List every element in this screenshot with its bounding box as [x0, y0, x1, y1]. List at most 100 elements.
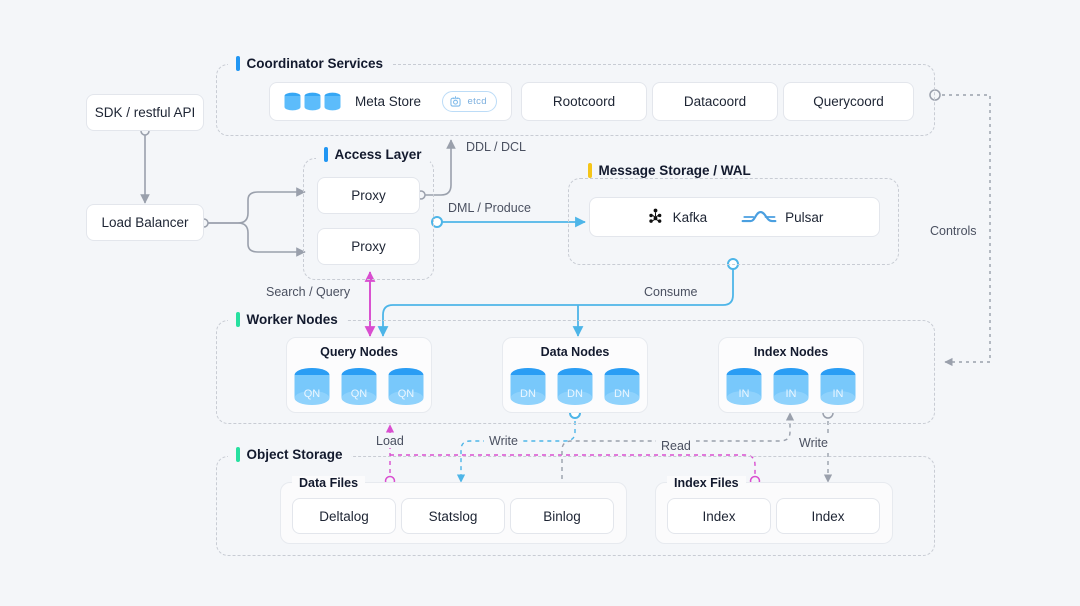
access-accent-bar — [324, 147, 328, 162]
object-storage-title: Object Storage — [228, 447, 351, 462]
index-node-item[interactable]: IN — [772, 367, 810, 407]
etcd-badge[interactable]: etcd — [442, 91, 497, 112]
database-cylinder-icon — [773, 368, 809, 405]
statslog-label: Statslog — [428, 508, 478, 524]
etcd-label: etcd — [467, 96, 487, 107]
query-nodes-title: Query Nodes — [320, 345, 398, 359]
coordinator-accent-bar — [236, 56, 240, 71]
database-cylinder-icon — [341, 368, 377, 405]
index-node-list: IN IN IN — [719, 367, 863, 407]
rootcoord-node[interactable]: Rootcoord — [521, 82, 647, 121]
data-node-list: DN DN DN — [503, 367, 647, 407]
coordinator-services-title: Coordinator Services — [228, 56, 392, 71]
proxy-label: Proxy — [351, 188, 386, 203]
kafka-item[interactable]: Kafka — [646, 208, 708, 227]
index-file-node-1[interactable]: Index — [667, 498, 771, 534]
broker-card[interactable]: Kafka Pulsar — [589, 197, 880, 237]
query-node-list: QN QN QN — [287, 367, 431, 407]
querycoord-label: Querycoord — [813, 94, 884, 109]
node-tag: QN — [397, 388, 415, 400]
proxy-node-1[interactable]: Proxy — [317, 177, 420, 214]
load-balancer-node[interactable]: Load Balancer — [86, 204, 204, 241]
proxy-label: Proxy — [351, 239, 386, 254]
database-cylinder-icon — [388, 368, 424, 405]
edge-label-consume: Consume — [639, 285, 703, 299]
index-nodes-panel: Index Nodes IN IN — [718, 337, 864, 413]
index-node-item[interactable]: IN — [725, 367, 763, 407]
node-tag: DN — [520, 388, 536, 400]
message-storage-title: Message Storage / WAL — [580, 163, 759, 178]
kafka-icon — [648, 208, 661, 223]
datacoord-label: Datacoord — [683, 94, 747, 109]
querycoord-node[interactable]: Querycoord — [783, 82, 914, 121]
sdk-restful-api-node[interactable]: SDK / restful API — [86, 94, 204, 131]
index-label: Index — [811, 508, 845, 524]
index-files-title: Index Files — [667, 476, 746, 490]
database-cylinder-icon — [726, 368, 762, 405]
node-tag: DN — [614, 388, 630, 400]
query-node-item[interactable]: QN — [387, 367, 425, 407]
node-tag: QN — [350, 388, 368, 400]
node-tag: IN — [832, 388, 844, 400]
index-label: Index — [702, 508, 736, 524]
database-cylinder-icon — [820, 368, 856, 405]
load-balancer-label: Load Balancer — [101, 215, 189, 230]
edge-label-load: Load — [371, 434, 409, 448]
sdk-label: SDK / restful API — [94, 105, 196, 120]
index-file-node-2[interactable]: Index — [776, 498, 880, 534]
edge-label-read: Read — [656, 439, 696, 453]
database-cylinder-icon — [324, 92, 341, 111]
database-cylinder-icon — [604, 368, 640, 405]
deltalog-node[interactable]: Deltalog — [292, 498, 396, 534]
message-storage-group — [568, 178, 899, 265]
query-node-item[interactable]: QN — [293, 367, 331, 407]
edge-label-search-query: Search / Query — [261, 285, 356, 299]
edge-label-dml-produce: DML / Produce — [443, 201, 536, 215]
data-files-title: Data Files — [292, 476, 366, 490]
kafka-label: Kafka — [672, 209, 708, 225]
object-accent-bar — [236, 447, 240, 462]
database-cylinder-icon — [284, 92, 301, 111]
pulsar-label: Pulsar — [785, 209, 824, 225]
meta-store-label: Meta Store — [355, 94, 422, 109]
edge-label-controls: Controls — [925, 224, 982, 238]
edge-label-write-index: Write — [794, 436, 833, 450]
proxy-node-2[interactable]: Proxy — [317, 228, 420, 265]
pulsar-icon — [741, 211, 777, 223]
worker-accent-bar — [236, 312, 240, 327]
meta-store-cylinders — [284, 92, 341, 111]
coordinator-services-group — [216, 64, 935, 136]
meta-store-card[interactable]: Meta Store etcd — [269, 82, 512, 121]
binlog-label: Binlog — [543, 508, 581, 524]
database-cylinder-icon — [304, 92, 321, 111]
query-nodes-panel: Query Nodes QN QN — [286, 337, 432, 413]
access-layer-title: Access Layer — [316, 147, 430, 162]
message-accent-bar — [588, 163, 592, 178]
pulsar-item[interactable]: Pulsar — [741, 207, 823, 227]
datacoord-node[interactable]: Datacoord — [652, 82, 778, 121]
database-cylinder-icon — [510, 368, 546, 405]
database-cylinder-icon — [557, 368, 593, 405]
node-tag: QN — [303, 388, 321, 400]
query-node-item[interactable]: QN — [340, 367, 378, 407]
binlog-node[interactable]: Binlog — [510, 498, 614, 534]
edge-label-write-data: Write — [484, 434, 523, 448]
index-node-item[interactable]: IN — [819, 367, 857, 407]
statslog-node[interactable]: Statslog — [401, 498, 505, 534]
node-tag: IN — [785, 388, 797, 400]
deltalog-label: Deltalog — [319, 508, 369, 524]
database-cylinder-icon — [294, 368, 330, 405]
data-node-item[interactable]: DN — [603, 367, 641, 407]
object-storage-group — [216, 456, 935, 556]
data-nodes-panel: Data Nodes DN DN — [502, 337, 648, 413]
worker-nodes-title: Worker Nodes — [228, 312, 346, 327]
index-nodes-title: Index Nodes — [753, 345, 829, 359]
worker-nodes-group — [216, 320, 935, 424]
data-node-item[interactable]: DN — [556, 367, 594, 407]
data-node-item[interactable]: DN — [509, 367, 547, 407]
etcd-icon — [450, 96, 462, 107]
edge-label-ddl-dcl: DDL / DCL — [461, 140, 531, 154]
data-nodes-title: Data Nodes — [540, 345, 610, 359]
node-tag: DN — [567, 388, 583, 400]
